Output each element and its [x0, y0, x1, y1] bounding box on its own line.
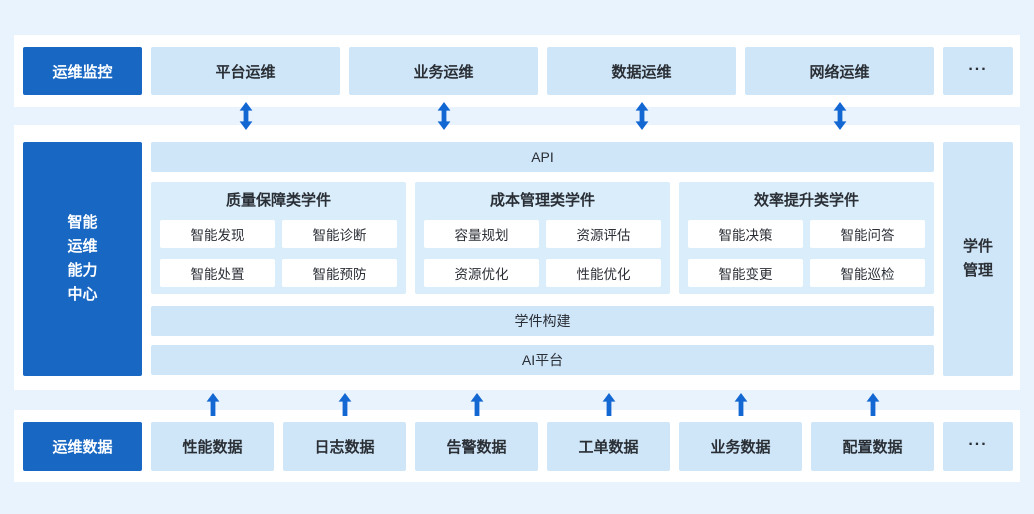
capability-center-band: 智能 运维 能力 中心 API 质量保障类学件 智能发现 智能诊断 智能处置 智…	[14, 125, 1020, 390]
ops-data-band: 运维数据 性能数据 日志数据 告警数据 工单数据 业务数据 配置数据 ...	[14, 410, 1020, 482]
item-performance-optimization: 性能优化	[546, 259, 661, 287]
monitor-item-data-ops: 数据运维	[547, 47, 736, 95]
ops-monitoring-band: 运维监控 平台运维 业务运维 数据运维 网络运维 ...	[14, 35, 1020, 107]
capability-center-label: 智能 运维 能力 中心	[23, 142, 142, 376]
ai-platform-bar: AI平台	[151, 345, 934, 375]
data-item-alarm: 告警数据	[415, 421, 538, 471]
monitor-item-network-ops: 网络运维	[745, 47, 934, 95]
capability-center-content: API 质量保障类学件 智能发现 智能诊断 智能处置 智能预防 成本管理类学件 …	[151, 142, 934, 376]
data-item-log: 日志数据	[283, 421, 406, 471]
item-resource-evaluation: 资源评估	[546, 220, 661, 248]
item-capacity-planning: 容量规划	[424, 220, 539, 248]
ops-data-label: 运维数据	[23, 421, 142, 471]
learnware-build-bar: 学件构建	[151, 306, 934, 336]
double-arrow-icon	[833, 102, 846, 130]
item-intelligent-diagnosis: 智能诊断	[282, 220, 397, 248]
monitor-item-business-ops: 业务运维	[349, 47, 538, 95]
item-intelligent-qa: 智能问答	[810, 220, 925, 248]
monitor-item-more: ...	[943, 47, 1013, 95]
up-arrow-icon	[866, 393, 879, 416]
double-arrow-icon	[635, 102, 648, 130]
learnware-groups: 质量保障类学件 智能发现 智能诊断 智能处置 智能预防 成本管理类学件 容量规划…	[151, 182, 934, 294]
double-arrow-icon	[437, 102, 450, 130]
item-intelligent-handling: 智能处置	[160, 259, 275, 287]
data-center-connectors	[14, 390, 1020, 416]
up-arrow-icon	[338, 393, 351, 416]
data-item-business: 业务数据	[679, 421, 802, 471]
item-intelligent-decision: 智能决策	[688, 220, 803, 248]
group-title: 质量保障类学件	[225, 192, 331, 209]
group-title: 效率提升类学件	[753, 192, 859, 209]
monitor-center-connectors	[14, 102, 1020, 130]
monitor-item-platform-ops: 平台运维	[151, 47, 340, 95]
up-arrow-icon	[602, 393, 615, 416]
data-item-more: ...	[943, 421, 1013, 471]
learnware-management-box: 学件 管理	[943, 142, 1013, 376]
data-item-ticket: 工单数据	[547, 421, 670, 471]
item-intelligent-change: 智能变更	[688, 259, 803, 287]
up-arrow-icon	[470, 393, 483, 416]
group-efficiency-improvement: 效率提升类学件 智能决策 智能问答 智能变更 智能巡检	[679, 182, 934, 294]
up-arrow-icon	[734, 393, 747, 416]
double-arrow-icon	[239, 102, 252, 130]
group-quality-assurance: 质量保障类学件 智能发现 智能诊断 智能处置 智能预防	[151, 182, 406, 294]
group-title: 成本管理类学件	[489, 192, 595, 209]
api-bar: API	[151, 142, 934, 172]
up-arrow-icon	[206, 393, 219, 416]
item-intelligent-discovery: 智能发现	[160, 220, 275, 248]
data-item-config: 配置数据	[811, 421, 934, 471]
group-cost-management: 成本管理类学件 容量规划 资源评估 资源优化 性能优化	[415, 182, 670, 294]
item-resource-optimization: 资源优化	[424, 259, 539, 287]
ops-monitoring-label: 运维监控	[23, 47, 142, 95]
item-intelligent-inspection: 智能巡检	[810, 259, 925, 287]
data-item-performance: 性能数据	[151, 421, 274, 471]
item-intelligent-prevention: 智能预防	[282, 259, 397, 287]
